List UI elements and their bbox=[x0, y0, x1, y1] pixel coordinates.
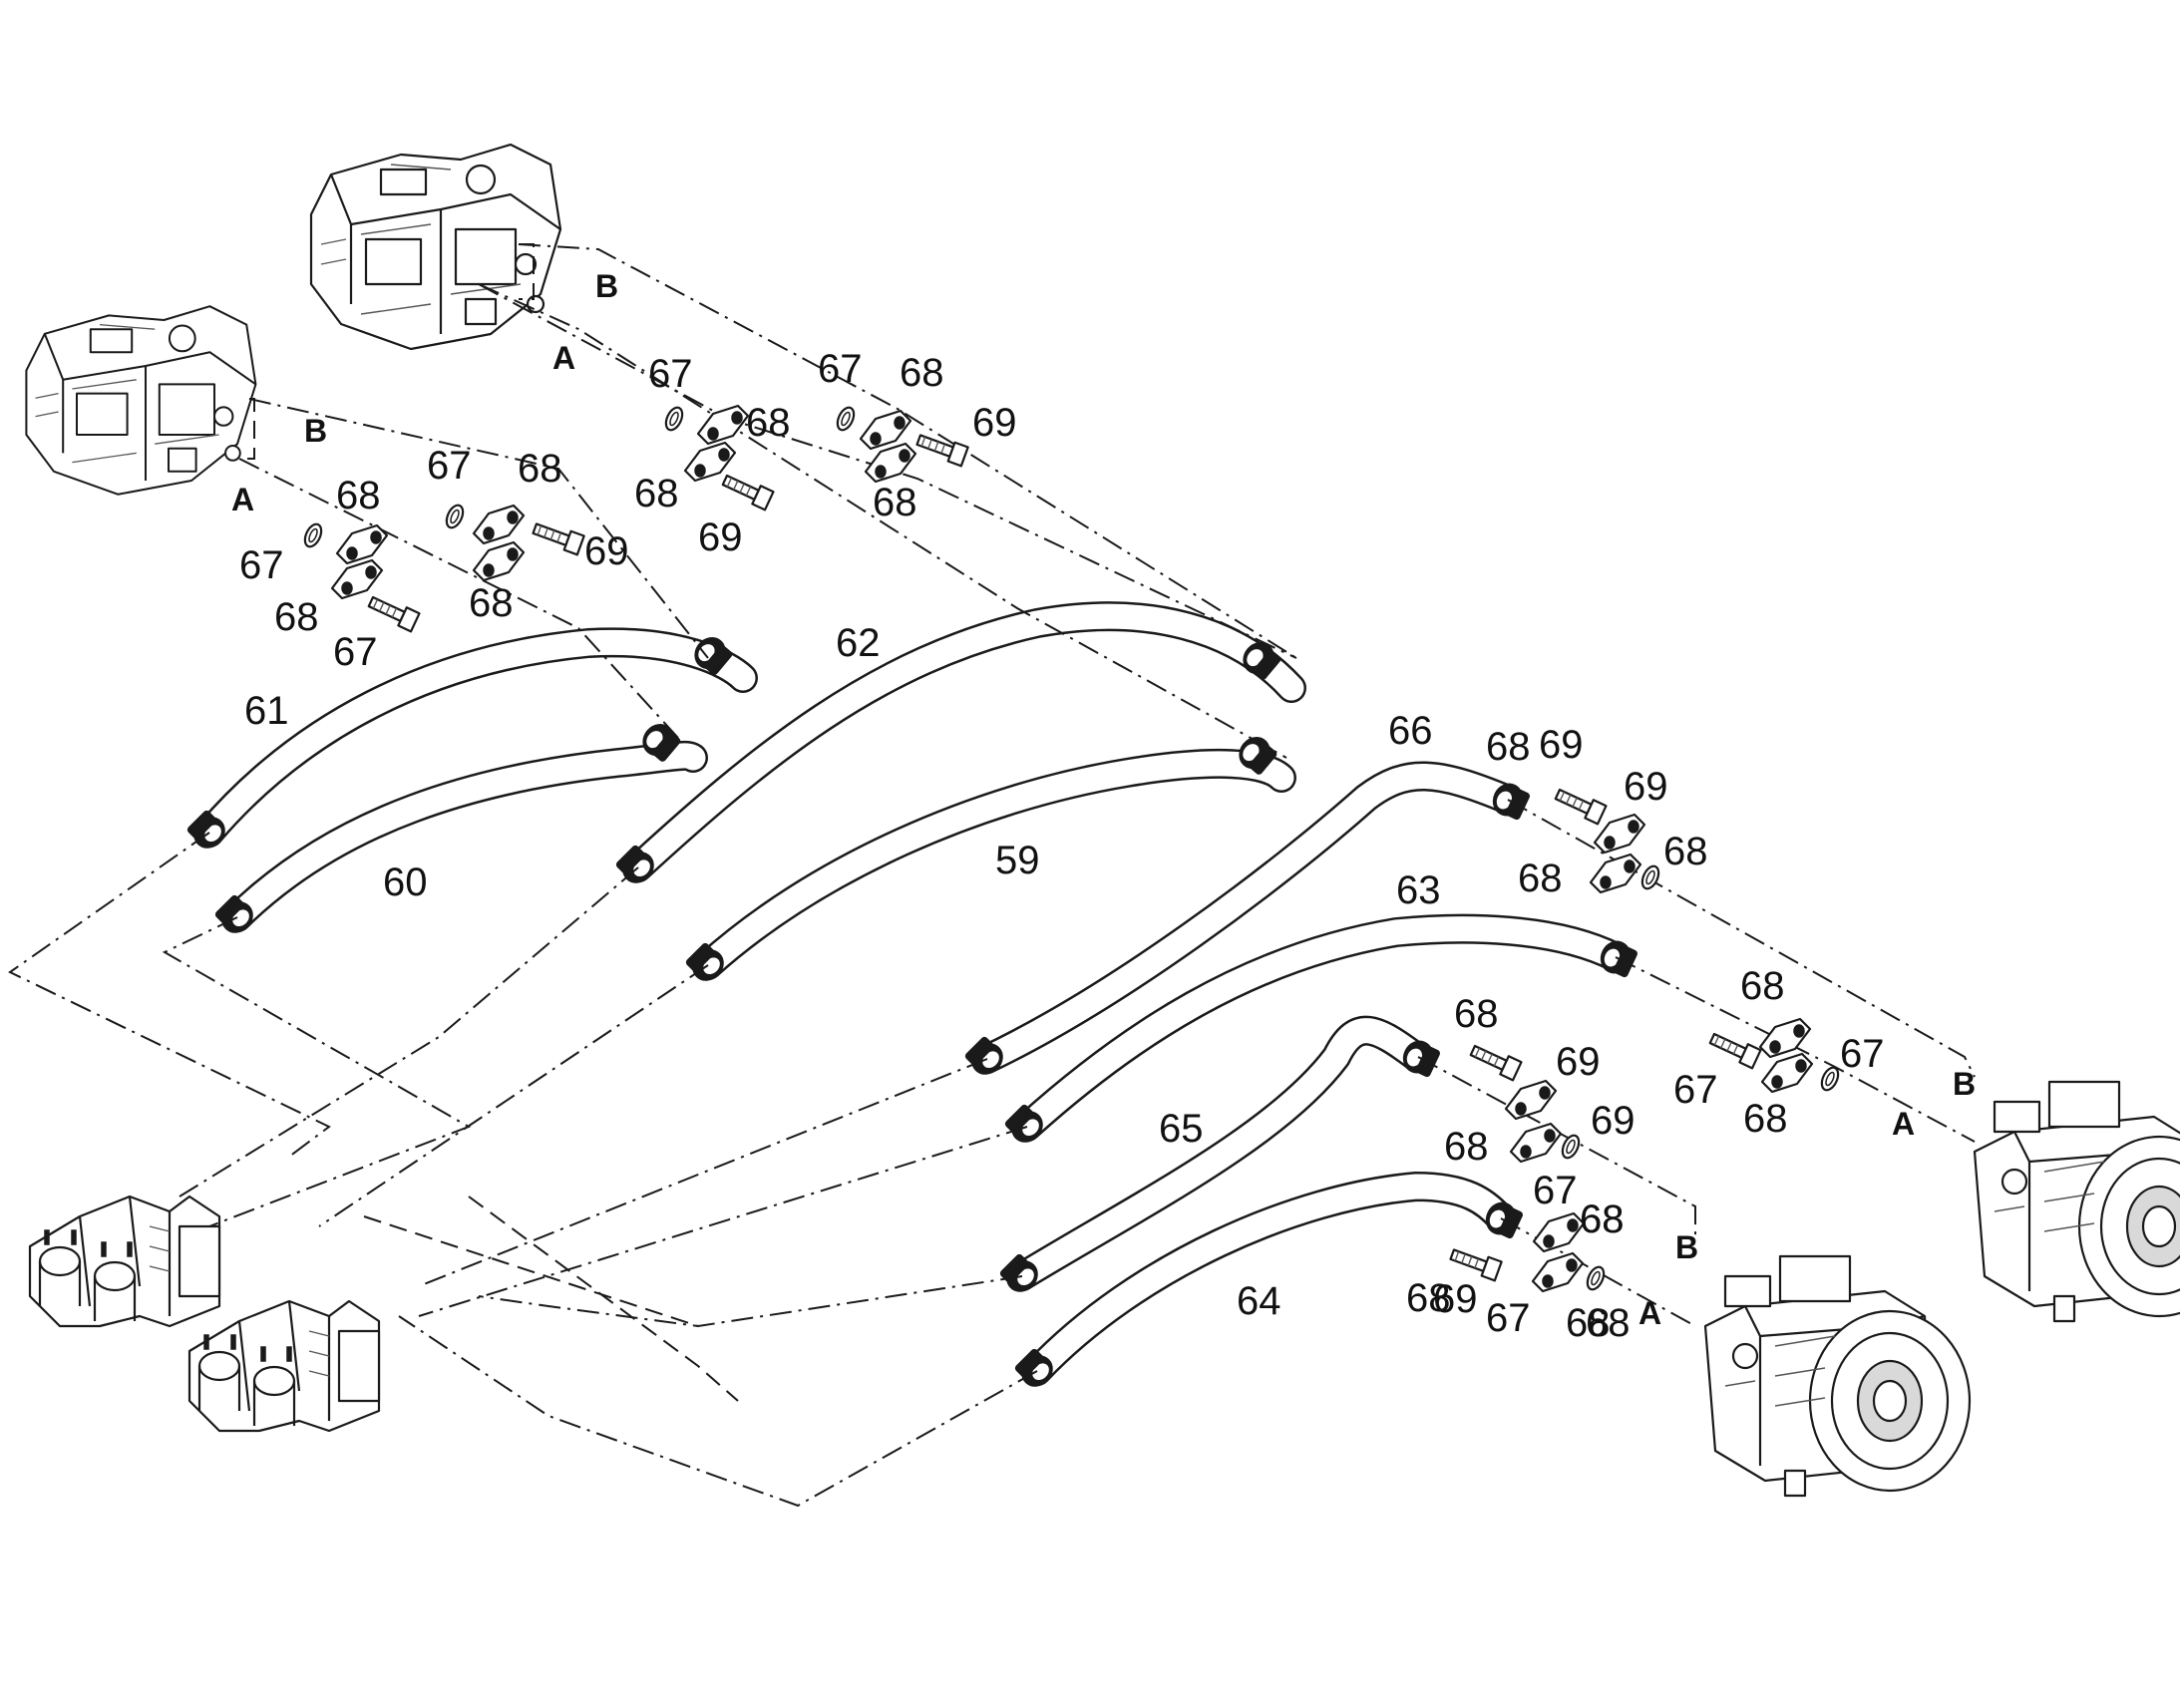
part-label: 68 bbox=[1743, 1097, 1788, 1141]
port-b-label: B bbox=[304, 413, 327, 449]
part-label: 67 bbox=[1486, 1296, 1531, 1340]
part-labels: 67 68 67 68 68 69 67 68 69 68 68 67 68 6… bbox=[239, 347, 1885, 1345]
port-b-label: B bbox=[1953, 1066, 1976, 1102]
port-labels: A A A A B B B B bbox=[231, 268, 1976, 1331]
part-label: 67 bbox=[1673, 1068, 1718, 1112]
hose-66-label: 66 bbox=[1388, 709, 1433, 753]
part-label: 68 bbox=[1486, 725, 1531, 769]
hose-63 bbox=[1002, 913, 1639, 1149]
hose-65 bbox=[997, 1015, 1442, 1298]
hose-65-label: 65 bbox=[1159, 1107, 1204, 1151]
part-label: 68 bbox=[274, 595, 319, 639]
part-label: 68 bbox=[1406, 1276, 1451, 1320]
leader-lines bbox=[8, 243, 1976, 1508]
part-label: 68 bbox=[1580, 1197, 1625, 1241]
port-a-label: A bbox=[552, 340, 575, 376]
port-a-label: A bbox=[1892, 1106, 1915, 1142]
part-label: 68 bbox=[336, 474, 381, 517]
pump-left bbox=[25, 305, 257, 496]
part-label: 69 bbox=[1624, 765, 1668, 809]
part-label: 69 bbox=[698, 515, 743, 559]
part-label: 69 bbox=[1433, 1277, 1478, 1321]
hose-61-label: 61 bbox=[244, 689, 289, 733]
port-b-label: B bbox=[1675, 1229, 1698, 1265]
part-label: 69 bbox=[1556, 1040, 1601, 1084]
part-label: 69 bbox=[972, 401, 1017, 445]
hose-61 bbox=[184, 627, 758, 854]
part-label: 68 bbox=[873, 481, 917, 524]
manifold-left bbox=[28, 1195, 221, 1328]
part-label: 68 bbox=[469, 581, 514, 625]
part-label: 68 bbox=[1580, 1197, 1625, 1241]
hose-60-label: 60 bbox=[383, 860, 428, 904]
hose-62 bbox=[613, 601, 1306, 889]
part-label: 68 bbox=[1663, 830, 1708, 873]
part-label: 67 bbox=[333, 630, 378, 674]
motor-right-upper bbox=[1973, 1080, 2180, 1323]
hose-64-label: 64 bbox=[1237, 1279, 1281, 1323]
hose-62-label: 62 bbox=[836, 621, 881, 665]
hose-66 bbox=[962, 761, 1532, 1081]
part-label: 67 bbox=[648, 352, 693, 396]
part-label: 68 bbox=[1566, 1301, 1611, 1345]
pump-upper-left bbox=[309, 143, 562, 351]
part-label: 67 bbox=[239, 543, 284, 587]
part-label: 68 bbox=[1740, 964, 1785, 1008]
part-label: 68 bbox=[634, 472, 679, 515]
part-label: 68 bbox=[1444, 1125, 1489, 1169]
part-label: 68 bbox=[518, 447, 562, 491]
hose-63-label: 63 bbox=[1396, 868, 1441, 912]
port-a-label: A bbox=[231, 482, 254, 517]
port-b-label: B bbox=[595, 268, 618, 304]
part-label: 69 bbox=[584, 529, 629, 573]
hose-labels: 59 60 61 62 63 64 65 66 bbox=[244, 621, 1441, 1323]
part-label: 67 bbox=[427, 444, 472, 488]
hose-59 bbox=[683, 730, 1296, 987]
hose-64 bbox=[1012, 1172, 1525, 1393]
part-label: 67 bbox=[818, 347, 863, 391]
hose-59-label: 59 bbox=[995, 839, 1040, 882]
manifold-right bbox=[187, 1299, 381, 1433]
part-label: 68 bbox=[900, 351, 944, 395]
hose-60 bbox=[212, 717, 708, 939]
part-label: 68 bbox=[1586, 1301, 1631, 1345]
part-label: 68 bbox=[746, 401, 791, 445]
part-label: 67 bbox=[1533, 1169, 1578, 1212]
part-label: 68 bbox=[1518, 856, 1563, 900]
port-a-label: A bbox=[1638, 1295, 1661, 1331]
part-label: 69 bbox=[1591, 1099, 1635, 1143]
part-label: 68 bbox=[1454, 992, 1499, 1036]
hardware bbox=[300, 404, 1843, 1293]
motor-right-lower bbox=[1703, 1254, 1972, 1498]
part-label: 69 bbox=[1539, 723, 1584, 767]
part-label: 67 bbox=[1840, 1032, 1885, 1076]
